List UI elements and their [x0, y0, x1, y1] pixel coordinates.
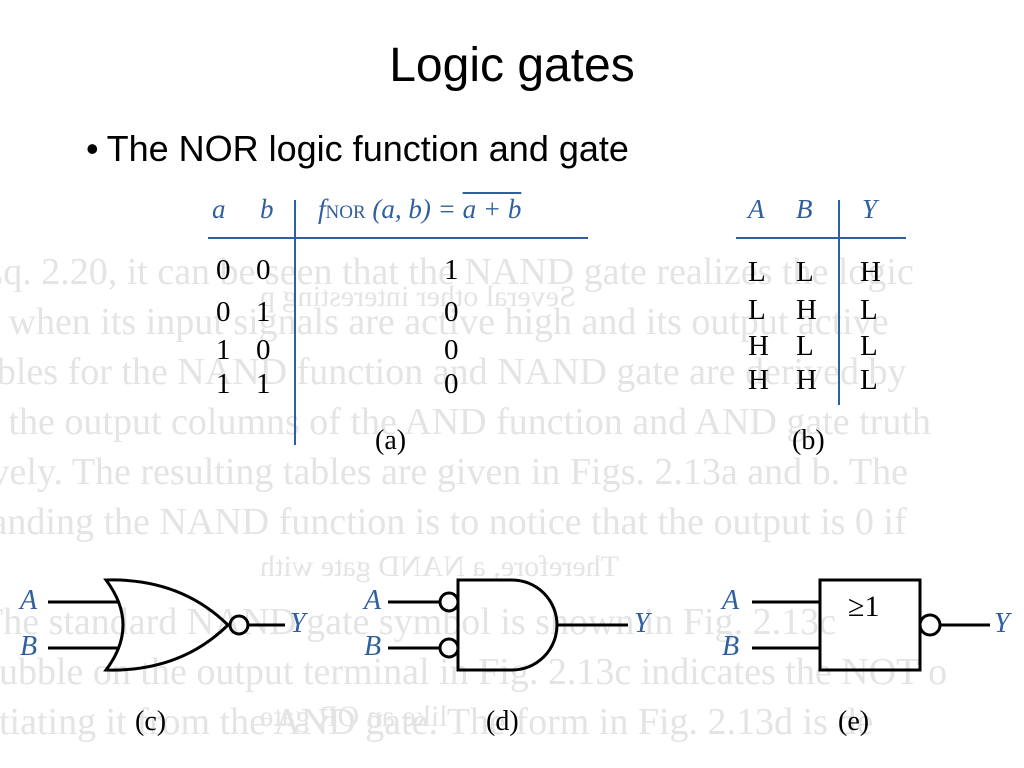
cell: 1	[256, 296, 271, 328]
bullet-text: The NOR logic function and gate	[106, 128, 629, 169]
cell: 0	[216, 296, 231, 328]
cell: L	[748, 294, 766, 326]
gate-symbols	[48, 578, 990, 672]
cell: 0	[444, 296, 459, 328]
cell: L	[796, 330, 814, 362]
bullet-dot: •	[86, 128, 99, 169]
cell: 1	[256, 368, 271, 400]
func-sub: NOR	[325, 202, 366, 223]
column-divider	[838, 200, 840, 405]
gate-d-input-b-label: B	[364, 631, 382, 662]
cell: 0	[444, 334, 459, 366]
cell: 1	[444, 254, 459, 286]
cell: 0	[256, 334, 271, 366]
func-expr: a + b	[462, 194, 522, 224]
cell: H	[796, 294, 817, 326]
cell: H	[748, 364, 769, 396]
func-args: (a, b) =	[372, 194, 463, 224]
bullet-item: •The NOR logic function and gate	[86, 128, 629, 170]
cell: L	[796, 256, 814, 288]
cell: 1	[216, 334, 231, 366]
cell: H	[860, 256, 881, 288]
cell: 1	[216, 368, 231, 400]
cell: L	[860, 330, 878, 362]
gate-e-output-label: Y	[994, 608, 1010, 639]
header-divider	[736, 237, 906, 239]
caption-b: (b)	[792, 425, 825, 456]
slide-title: Logic gates	[389, 39, 635, 92]
cell: 0	[256, 254, 271, 286]
cell: H	[796, 364, 817, 396]
column-divider	[294, 200, 296, 445]
header-B: B	[796, 194, 813, 224]
gate-e-input-b-label: B	[722, 631, 740, 662]
truth-table-b: A B Y L L H L H L H L L H H L	[736, 190, 906, 460]
and-gate-inverted-inputs-symbol	[388, 578, 628, 672]
header-a: a	[212, 194, 226, 224]
nor-gate-symbol	[48, 578, 285, 672]
header-b: b	[260, 194, 274, 224]
header-function: fNOR (a, b) = a + b	[318, 194, 521, 225]
truth-table-a: a b fNOR (a, b) = a + b 0 0 1 0 1 0 1 0 …	[208, 190, 588, 460]
gate-d-output-label: Y	[634, 608, 650, 639]
func-f: f	[318, 194, 326, 224]
header-Y: Y	[862, 194, 878, 224]
gate-e-symbol-label: ≥1	[848, 590, 880, 623]
gate-d-input-a-label: A	[364, 585, 382, 616]
cell: H	[748, 330, 769, 362]
gate-c-output-label: Y	[290, 608, 306, 639]
header-divider	[208, 237, 588, 239]
gate-c-input-b-label: B	[20, 631, 38, 662]
gate-e-input-a-label: A	[722, 585, 740, 616]
caption-c: (c)	[135, 706, 167, 737]
cell: 0	[216, 254, 231, 286]
caption-a: (a)	[375, 425, 407, 456]
gate-c-input-a-label: A	[20, 585, 38, 616]
cell: L	[860, 294, 878, 326]
iec-nor-gate-symbol	[752, 578, 990, 672]
caption-d: (d)	[486, 706, 519, 737]
cell: L	[860, 364, 878, 396]
cell: L	[748, 256, 766, 288]
header-A: A	[748, 194, 765, 224]
caption-e: (e)	[838, 706, 870, 737]
cell: 0	[444, 368, 459, 400]
